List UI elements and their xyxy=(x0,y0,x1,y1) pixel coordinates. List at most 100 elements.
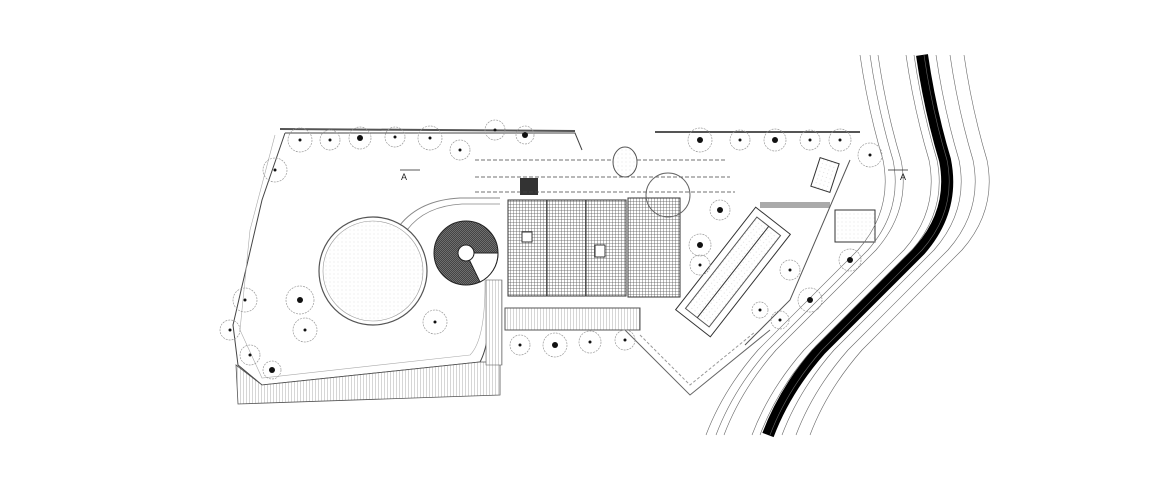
spiral-pavilion xyxy=(433,220,499,286)
river xyxy=(762,54,954,438)
tree-canopy xyxy=(729,129,751,151)
annex-roof xyxy=(627,197,681,298)
contour-lines xyxy=(705,54,990,436)
tree-trunk xyxy=(243,298,247,302)
tree-trunk xyxy=(623,338,627,342)
tree-trunk xyxy=(807,297,813,303)
section-label: A xyxy=(900,172,906,182)
tree-canopy xyxy=(770,310,790,330)
north-fence xyxy=(279,128,576,132)
tree-canopy xyxy=(709,199,731,221)
tree-trunk xyxy=(518,343,522,347)
lawn-edge xyxy=(239,134,486,379)
tree-trunk xyxy=(393,135,397,139)
contour-line xyxy=(723,54,904,436)
circular-garden xyxy=(318,216,428,326)
tree-canopy xyxy=(422,309,448,335)
tree-trunk xyxy=(772,137,778,143)
tree-trunk xyxy=(758,308,762,312)
tree-canopy xyxy=(319,129,341,151)
tree-trunk xyxy=(778,318,782,322)
section-marker-left: A xyxy=(400,169,420,182)
main-building-roof xyxy=(507,199,627,297)
tree-trunk xyxy=(248,353,252,357)
tree-trunk xyxy=(868,153,872,157)
tree-trunk xyxy=(738,138,742,142)
tree-trunk xyxy=(428,136,432,140)
tree-trunk xyxy=(328,138,332,142)
tree-canopy xyxy=(449,139,471,161)
tree-canopy xyxy=(287,127,313,153)
contour-line xyxy=(795,54,976,436)
tree-trunk xyxy=(493,128,497,132)
tree-canopy xyxy=(799,129,821,151)
tree-trunk xyxy=(297,297,303,303)
section-label: A xyxy=(401,172,407,182)
tree-trunk xyxy=(522,132,528,138)
tree-canopy xyxy=(219,319,241,341)
outbuilding xyxy=(810,157,840,193)
tree-trunk xyxy=(303,328,307,332)
tree-trunk xyxy=(717,207,723,213)
tree-canopy xyxy=(232,287,258,313)
contour-line xyxy=(781,54,962,436)
tree-canopy xyxy=(614,329,636,351)
tree-trunk xyxy=(298,138,302,142)
tree-canopy xyxy=(239,344,261,366)
contour-line xyxy=(705,54,886,436)
tree-trunk xyxy=(269,367,275,373)
tree-trunk xyxy=(357,135,363,141)
section-marker-right: A xyxy=(888,169,908,182)
tree-canopy xyxy=(578,330,602,354)
tree-trunk xyxy=(458,148,462,152)
tree-canopy xyxy=(417,125,443,151)
tree-canopy xyxy=(285,285,315,315)
tree-canopy xyxy=(348,126,372,150)
tree-trunk xyxy=(273,168,277,172)
tree-canopy xyxy=(689,254,711,276)
tree-canopy xyxy=(292,317,318,343)
tree-canopy xyxy=(688,233,712,257)
terrace xyxy=(504,307,641,331)
tree-trunk xyxy=(697,242,703,248)
tree-canopy xyxy=(262,360,282,380)
tree-canopy xyxy=(484,119,506,141)
tree-trunk xyxy=(588,340,592,344)
tree-canopy xyxy=(687,127,713,153)
tree-canopy xyxy=(838,248,862,272)
diagonal-wing xyxy=(674,206,792,338)
skylight xyxy=(594,244,606,258)
entrance-ramp xyxy=(235,361,501,405)
tree-trunk xyxy=(788,268,792,272)
tree-canopy xyxy=(779,259,801,281)
lower-path xyxy=(624,329,771,396)
tree-trunk xyxy=(847,257,853,263)
tree-trunk xyxy=(838,138,842,142)
contour-line xyxy=(769,54,950,436)
tree-canopy xyxy=(828,128,852,152)
tree-canopy xyxy=(384,126,406,148)
tree-trunk xyxy=(697,137,703,143)
tree-trunk xyxy=(433,320,437,324)
tree-canopy xyxy=(542,332,568,358)
contour-line xyxy=(759,54,940,436)
tree-canopy xyxy=(751,301,769,319)
tree-trunk xyxy=(228,328,232,332)
outbuilding xyxy=(834,209,876,243)
tree-trunk xyxy=(808,138,812,142)
tree-trunk xyxy=(552,342,558,348)
tree-canopy xyxy=(515,125,535,145)
round-court xyxy=(645,172,691,218)
garden-path xyxy=(399,197,500,226)
structure-grid xyxy=(475,159,735,193)
trees xyxy=(219,119,883,380)
tree-canopy xyxy=(857,142,883,168)
chimney-block xyxy=(520,178,538,195)
contour-line xyxy=(751,54,932,436)
contour-line xyxy=(809,54,990,436)
skylight xyxy=(521,231,533,243)
contour-line xyxy=(715,54,896,436)
tree-canopy xyxy=(797,287,823,313)
